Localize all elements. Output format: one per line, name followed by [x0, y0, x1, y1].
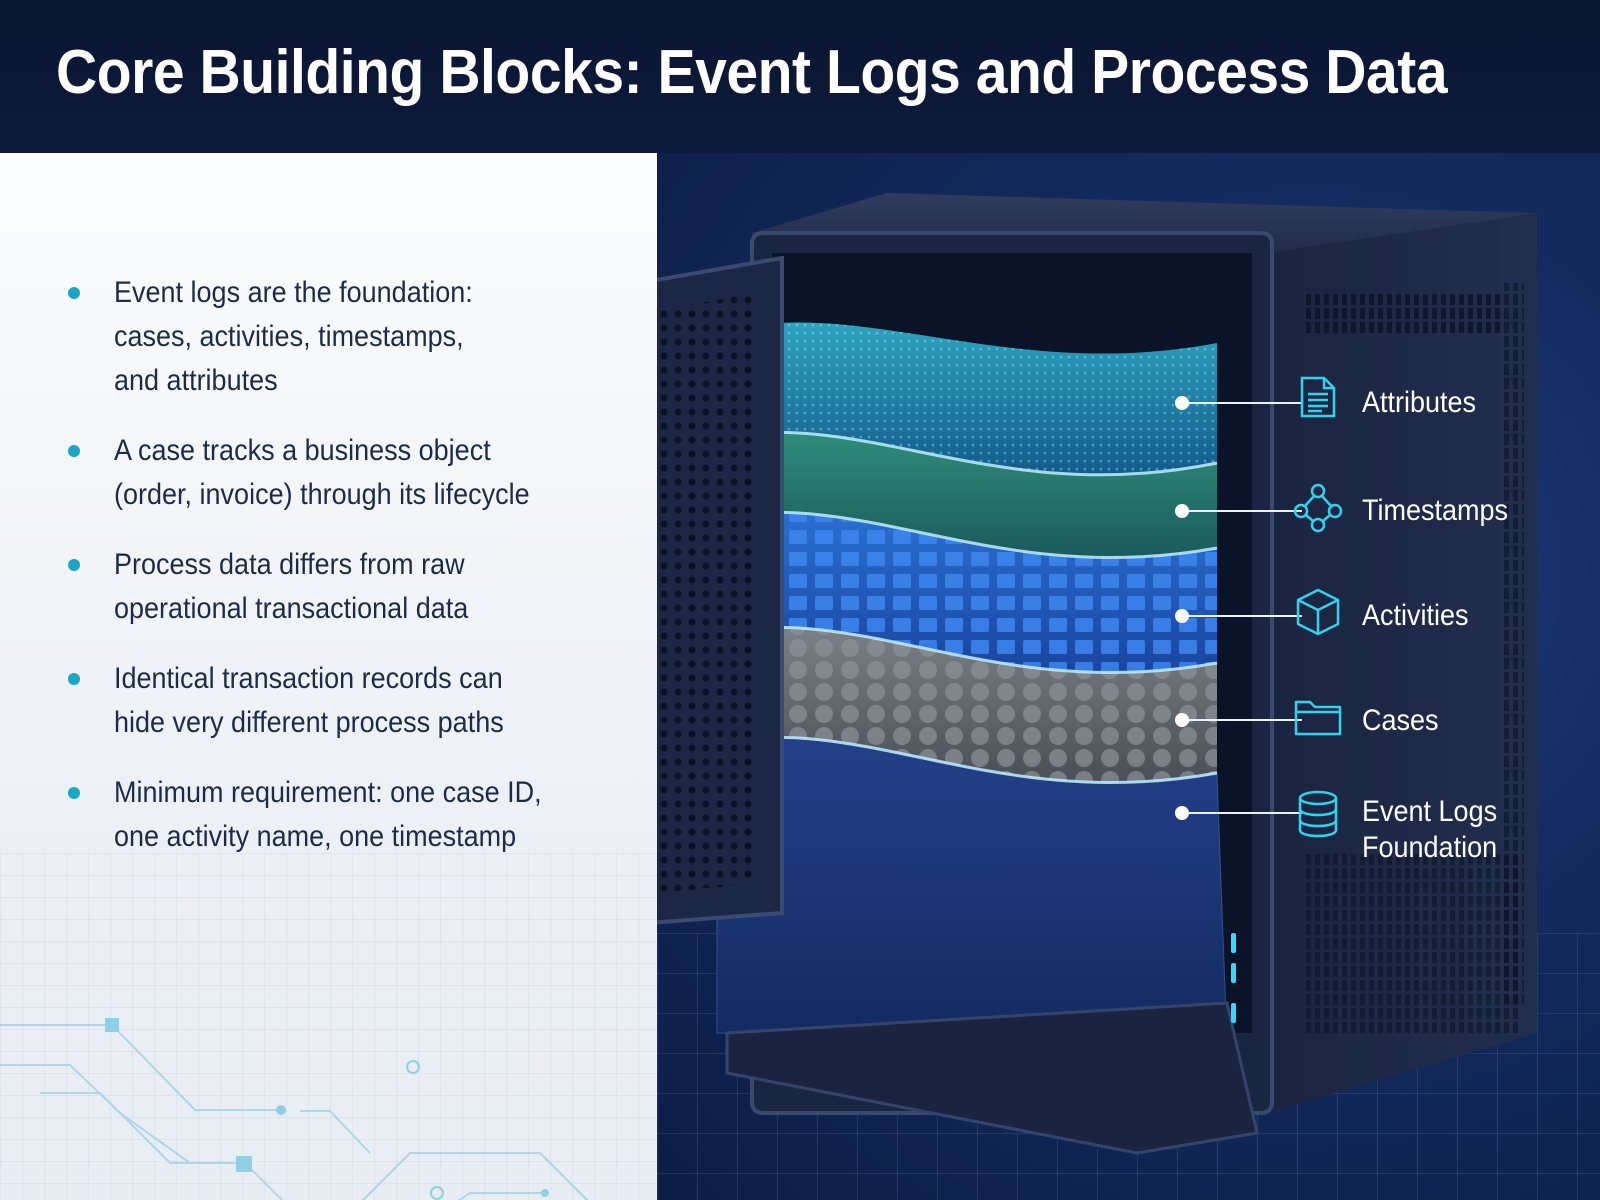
- circuit-node: [276, 1105, 286, 1115]
- bullet-list: Event logs are the foundation: cases, ac…: [60, 271, 594, 885]
- cube-icon: [1296, 588, 1340, 636]
- bullet-dot: [68, 287, 80, 299]
- header-bar: Core Building Blocks: Event Logs and Pro…: [0, 0, 1600, 153]
- status-led: [1231, 963, 1236, 983]
- layer-event-logs: [717, 737, 1227, 1043]
- layer-label-timestamps: Timestamps: [1362, 494, 1509, 527]
- bullet-item: Minimum requirement: one case ID, one ac…: [60, 771, 594, 859]
- bullet-dot: [68, 559, 80, 571]
- circuit-lines-decoration: [0, 1018, 589, 1200]
- page-title: Core Building Blocks: Event Logs and Pro…: [56, 38, 1448, 107]
- bullet-text: Minimum requirement: one case ID, one ac…: [114, 776, 542, 853]
- layer-label-attributes: Attributes: [1362, 386, 1477, 419]
- layer-label-event-logs: Event Logs Foundation: [1362, 795, 1498, 864]
- bullet-item: Event logs are the foundation: cases, ac…: [60, 271, 594, 403]
- server-illustration-panel: Attributes Timestamps Activities Cases E…: [657, 153, 1600, 1200]
- bullet-dot: [68, 787, 80, 799]
- circuit-node: [105, 1018, 119, 1032]
- bullet-dot: [68, 673, 80, 685]
- left-panel: Event logs are the foundation: cases, ac…: [0, 153, 657, 1200]
- folder-icon: [1294, 700, 1342, 736]
- side-vents: [1302, 853, 1522, 1033]
- status-led: [1231, 1003, 1236, 1023]
- circuit-node: [430, 1186, 444, 1200]
- connector-dot: [1175, 504, 1189, 518]
- database-icon: [1298, 790, 1338, 838]
- bullet-item: Identical transaction records can hide v…: [60, 657, 594, 745]
- circuit-node: [406, 1060, 420, 1074]
- bullet-dot: [68, 445, 80, 457]
- door-mesh: [657, 293, 757, 894]
- side-vents: [1302, 293, 1502, 333]
- document-icon: [1300, 376, 1336, 418]
- layer-label-cases: Cases: [1362, 704, 1439, 737]
- status-led: [1231, 933, 1236, 953]
- network-nodes-icon: [1293, 483, 1343, 533]
- bullet-item: Process data differs from raw operationa…: [60, 543, 594, 631]
- connector-dot: [1175, 396, 1189, 410]
- bullet-text: Identical transaction records can hide v…: [114, 662, 504, 739]
- server-illustration: [657, 193, 1537, 1155]
- layer-label-activities: Activities: [1362, 599, 1469, 632]
- circuit-node: [541, 1189, 549, 1197]
- circuit-node: [236, 1156, 252, 1172]
- side-vents: [1502, 283, 1524, 1003]
- bullet-text: A case tracks a business object (order, …: [114, 434, 530, 511]
- connector-dot: [1175, 609, 1189, 623]
- cabinet-base: [725, 1001, 1259, 1155]
- layer-timestamps: [717, 432, 1217, 558]
- connector-dot: [1175, 713, 1189, 727]
- bullet-item: A case tracks a business object (order, …: [60, 429, 594, 517]
- bullet-text: Event logs are the foundation: cases, ac…: [114, 276, 473, 397]
- bullet-text: Process data differs from raw operationa…: [114, 548, 469, 625]
- connector-dot: [1175, 806, 1189, 820]
